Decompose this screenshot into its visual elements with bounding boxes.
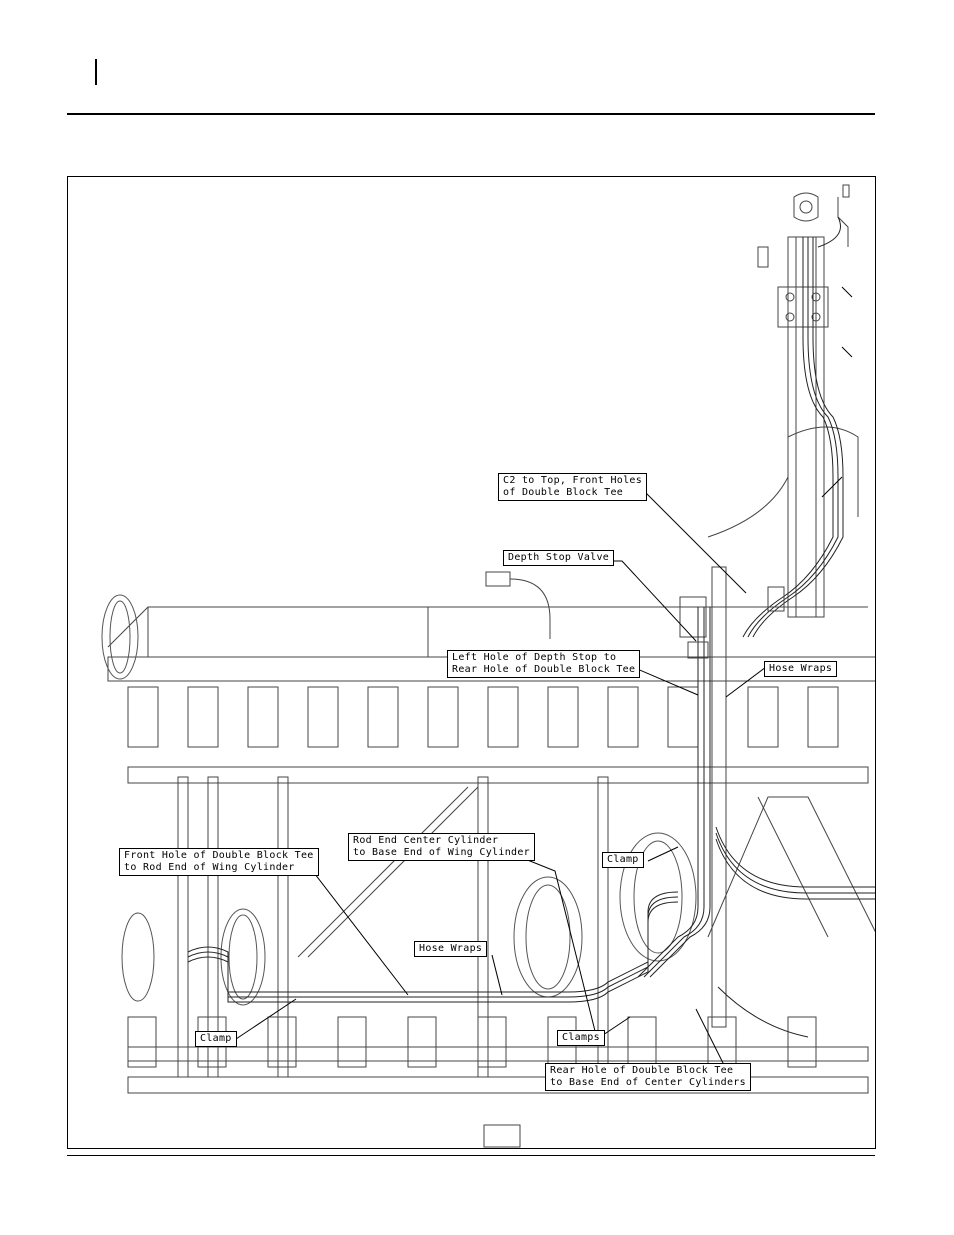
- footer-rule: [67, 1155, 875, 1156]
- callout-clamp-left: Clamp: [195, 1031, 237, 1047]
- depth-stop-valve: [483, 571, 785, 1148]
- callout-line: Left Hole of Depth Stop to: [452, 652, 617, 663]
- callout-line: Front Hole of Double Block Tee: [124, 850, 314, 861]
- wing-hoses: [187, 607, 875, 1038]
- tongue-hoses: [742, 216, 844, 638]
- header-vertical-rule: [95, 59, 97, 85]
- frame-uprights: [177, 776, 609, 1078]
- callout-line: Rear Hole of Double Block Tee: [550, 1065, 734, 1076]
- center-post: [679, 566, 875, 1028]
- callout-depth-stop-valve: Depth Stop Valve: [503, 550, 615, 566]
- callout-line: C2 to Top, Front Holes: [503, 475, 643, 486]
- callout-clamps: Clamps: [557, 1030, 605, 1046]
- callout-line: to Rod End of Wing Cylinder: [124, 862, 295, 873]
- hose-routing-drawing: [101, 184, 875, 1148]
- callout-line: Clamp: [200, 1033, 232, 1044]
- callout-left-hole-depth-stop: Left Hole of Depth Stop to Rear Hole of …: [447, 650, 641, 678]
- callout-line: Clamp: [607, 854, 639, 865]
- callout-line: Rear Hole of Double Block Tee: [452, 664, 636, 675]
- callout-line: to Base End of Center Cylinders: [550, 1077, 746, 1088]
- callout-line: Hose Wraps: [419, 943, 483, 954]
- hitch-assembly: [707, 184, 859, 618]
- callout-clamp-right: Clamp: [602, 852, 644, 868]
- header-rule: [67, 113, 875, 115]
- callout-line: to Base End of Wing Cylinder: [353, 847, 530, 858]
- upper-shanks: [127, 686, 839, 748]
- callout-hose-wraps-upper: Hose Wraps: [764, 661, 838, 677]
- callout-c2-top-front-holes: C2 to Top, Front Holes of Double Block T…: [498, 473, 648, 501]
- wheels: [101, 594, 697, 1006]
- callout-hose-wraps-lower: Hose Wraps: [414, 941, 488, 957]
- callout-rod-end-center-cylinder: Rod End Center Cylinder to Base End of W…: [348, 833, 535, 861]
- leader-lines: [235, 286, 853, 1070]
- callout-line: Depth Stop Valve: [508, 552, 610, 563]
- figure-frame: [67, 176, 876, 1149]
- callout-line: Clamps: [562, 1032, 600, 1043]
- callout-front-hole-double-block-tee: Front Hole of Double Block Tee to Rod En…: [119, 848, 319, 876]
- callout-line: of Double Block Tee: [503, 487, 624, 498]
- callout-line: Hose Wraps: [769, 663, 833, 674]
- callout-line: Rod End Center Cylinder: [353, 835, 499, 846]
- callout-rear-hole-double-block-tee: Rear Hole of Double Block Tee to Base En…: [545, 1063, 751, 1091]
